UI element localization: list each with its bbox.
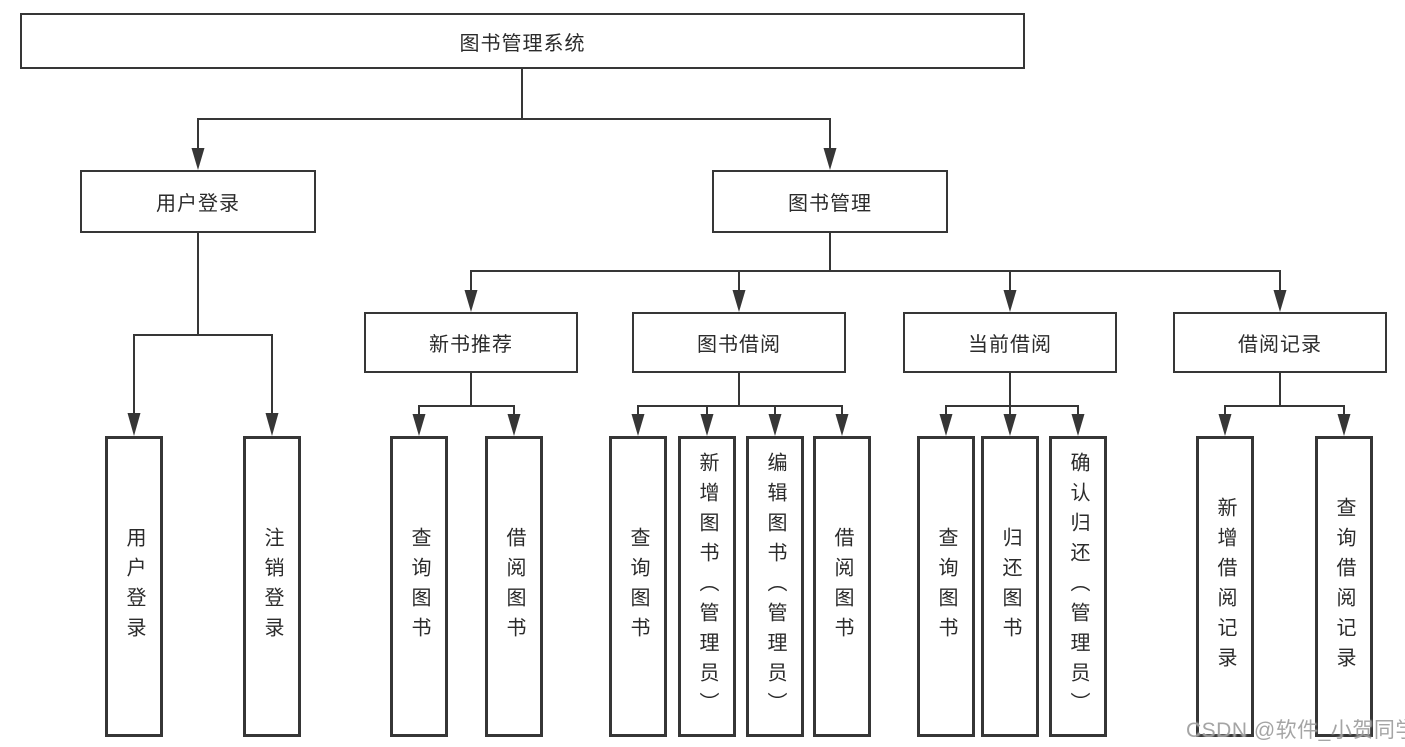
connector-new-book-recommend-to-leaves: [418, 372, 515, 418]
leaf-query-borrow-record: 查询借阅记录: [1315, 436, 1373, 737]
connector-book-management-to-level3: [470, 232, 1281, 293]
csdn-watermark: CSDN @软件_小贺同学: [1186, 719, 1405, 742]
connector-borrow-records-to-leaves: [1224, 372, 1345, 418]
leaf-logout: 注销登录: [243, 436, 301, 737]
leaf-borrow-books-recommend: 借阅图书: [485, 436, 543, 737]
connector-user-login-to-leaves: [133, 232, 273, 417]
arrowheads: [127, 148, 1351, 436]
leaf-user-login: 用户登录: [105, 436, 163, 737]
node-new-book-recommend: 新书推荐: [364, 312, 578, 373]
leaf-edit-book-admin: 编辑图书（管理员）: [746, 436, 804, 737]
leaf-add-borrow-record: 新增借阅记录: [1196, 436, 1254, 737]
node-user-login: 用户登录: [80, 170, 316, 233]
node-library-management-system: 图书管理系统: [20, 13, 1025, 69]
leaf-query-books-borrow: 查询图书: [609, 436, 667, 737]
leaf-borrow-books-borrow: 借阅图书: [813, 436, 871, 737]
leaf-query-books-recommend: 查询图书: [390, 436, 448, 737]
leaf-query-books-current: 查询图书: [917, 436, 975, 737]
node-book-borrow: 图书借阅: [632, 312, 846, 373]
connector-current-borrow-to-leaves: [945, 372, 1079, 418]
connector-book-borrow-to-leaves: [637, 372, 843, 418]
leaf-add-book-admin: 新增图书（管理员）: [678, 436, 736, 737]
leaf-return-book: 归还图书: [981, 436, 1039, 737]
node-book-management: 图书管理: [712, 170, 948, 233]
node-borrow-records: 借阅记录: [1173, 312, 1387, 373]
connector-root-to-level2: [197, 68, 831, 151]
leaf-confirm-return-admin: 确认归还（管理员）: [1049, 436, 1107, 737]
node-current-borrow: 当前借阅: [903, 312, 1117, 373]
